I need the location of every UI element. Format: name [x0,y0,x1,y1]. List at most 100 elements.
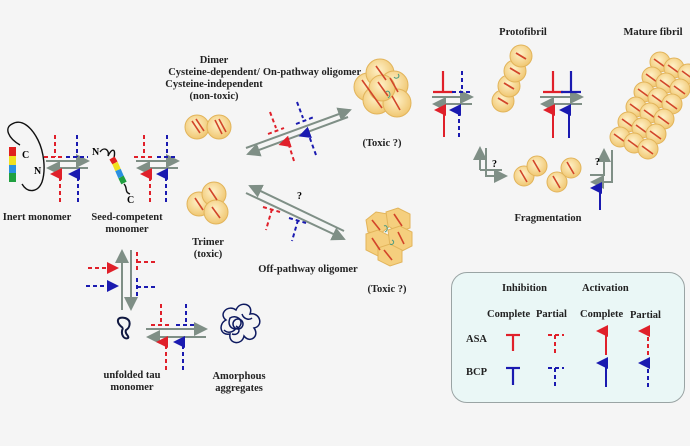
legend-col-complete-inhibition: Complete [487,309,531,320]
equilibrium-arrow-protofibril-fibril [540,90,584,111]
asa-complete-inhibition-protofibril [433,71,453,94]
mature-fibril-label: Mature fibril [623,27,683,38]
amorphous-aggregate-icon [220,303,261,344]
seed-competent-label-line2: monomer [105,224,149,235]
inert-c-terminal: C [22,150,29,161]
asa-partial-inhibition-2 [134,135,154,158]
off-pathway-oligomer-label: Off-pathway oligomer [258,264,358,275]
fibril-strand [673,85,686,95]
legend-row-bcp: BCP [466,367,487,378]
fibril-strand [649,130,662,140]
off-pathway-oligomer-icon [365,207,413,267]
bcp-partial-activation-on-pathway [298,126,317,156]
seed-c-terminal: C [127,195,134,206]
legend-inhibition-header: Inhibition [502,283,547,294]
bcp-partial-inhibition-on-pathway [295,101,315,125]
fibril-strand [667,64,680,74]
unfolded-tau-icon [117,316,131,340]
dimer-label: Dimer [199,55,229,66]
off-pathway-toxic-label: (Toxic ?) [367,284,407,295]
on-pathway-toxic-label: (Toxic ?) [362,138,402,149]
equilibrium-arrow-unfolded-amorphous [146,322,208,344]
fibril-strand [637,88,650,98]
bcp-partial-inhibition-protofibril [452,71,472,93]
dimer-cysteine-dependent: Cysteine-dependent/ [168,67,260,78]
fibril-strand [665,100,678,110]
trimer-toxic: (toxic) [193,249,223,260]
asa-complete-inhibition-fibril [543,71,563,94]
fibril-strand [621,118,634,128]
seed-competent-label-line1: Seed-competent [91,212,163,223]
unfolded-tau-label-line1: unfolded tau [103,370,161,381]
on-pathway-oligomer-icon [353,58,412,118]
amorphous-label-line2: aggregates [215,383,263,394]
asa-partial-inhibition-1 [44,135,64,158]
legend-symbols [506,325,650,387]
trimer-label: Trimer [192,237,224,248]
inert-monomer-icon [7,121,45,192]
bcp-partial-inhibition-off-pathway [288,217,307,242]
fibril-strand [645,73,658,83]
legend-asa-partial-inhibition [548,334,564,353]
asa-partial-inhibition-3 [151,304,171,326]
fibril-strand [627,139,640,149]
fibril-strand [681,70,690,78]
asa-partial-activation-on-pathway [278,135,295,162]
bcp-partial-inhibition-1 [66,135,88,158]
bcp-partial-inhibition-vertical [136,278,158,298]
bcp-partial-inhibition-3 [176,304,196,326]
legend-col-complete-activation: Complete [580,309,624,320]
legend-asa-complete-inhibition [506,333,520,351]
fibril-particle [637,138,659,160]
inert-n-terminal: N [34,166,42,177]
legend-row-asa: ASA [466,334,488,345]
fibril-strand [641,145,654,155]
legend-activation-header: Activation [582,283,629,294]
fragmentation-question-2: ? [595,157,600,168]
legend-col-partial-activation: Partial [630,310,661,321]
legend-bcp-complete-inhibition [506,366,520,385]
unfolded-tau-label-line2: monomer [110,382,154,393]
equilibrium-arrow-off-pathway [245,184,346,241]
fibril-strand [613,133,626,143]
fibril-strand [657,115,670,125]
equilibrium-arrow-inert-seed [46,154,90,175]
fragmentation-icon [513,155,582,193]
legend-bcp-partial-inhibition [548,367,564,386]
seed-n-terminal: N [92,147,100,158]
equilibrium-arrow-oligomer-protofibril [432,90,474,111]
fragmentation-label: Fragmentation [514,213,582,224]
fibril-strand [643,109,656,119]
bcp-complete-inhibition-fibril [561,71,581,94]
protofibril-label: Protofibril [499,27,547,38]
on-pathway-oligomer-label: On-pathway oligomer [262,67,362,78]
asa-partial-inhibition-off-pathway [262,206,281,231]
legend-col-partial-inhibition: Partial [536,309,567,320]
off-pathway-question: ? [297,191,302,202]
legend: Inhibition Activation Complete Partial C… [451,272,685,403]
inert-monomer-label: Inert monomer [2,212,72,223]
fragmentation-question-1: ? [492,159,497,170]
dimer-icon [184,114,232,140]
trimer-icon [186,181,229,225]
fibril-strand [653,58,666,68]
elbow-arrow-fragmentation-fibril [590,148,613,189]
dimer-non-toxic: (non-toxic) [189,91,239,102]
elbow-arrow-protofibril-fragmentation [473,146,508,183]
equilibrium-arrow-vertical-unfolded [115,249,138,311]
asa-partial-inhibition-on-pathway [267,111,285,135]
equilibrium-arrow-seed-oligomers [136,154,180,175]
mature-fibril-icon [609,51,690,160]
fibril-strand [659,79,672,89]
protofibril-icon [491,44,533,113]
fibril-strand [651,94,664,104]
fibril-strand [629,103,642,113]
equilibrium-arrow-on-pathway [245,107,352,157]
seed-competent-monomer-icon [99,148,131,195]
bcp-partial-inhibition-2 [157,135,178,158]
asa-partial-inhibition-vertical [136,252,158,272]
fibril-strand [635,124,648,134]
dimer-cysteine-independent: Cysteine-independent [165,79,263,90]
amorphous-label-line1: Amorphous [212,371,266,382]
